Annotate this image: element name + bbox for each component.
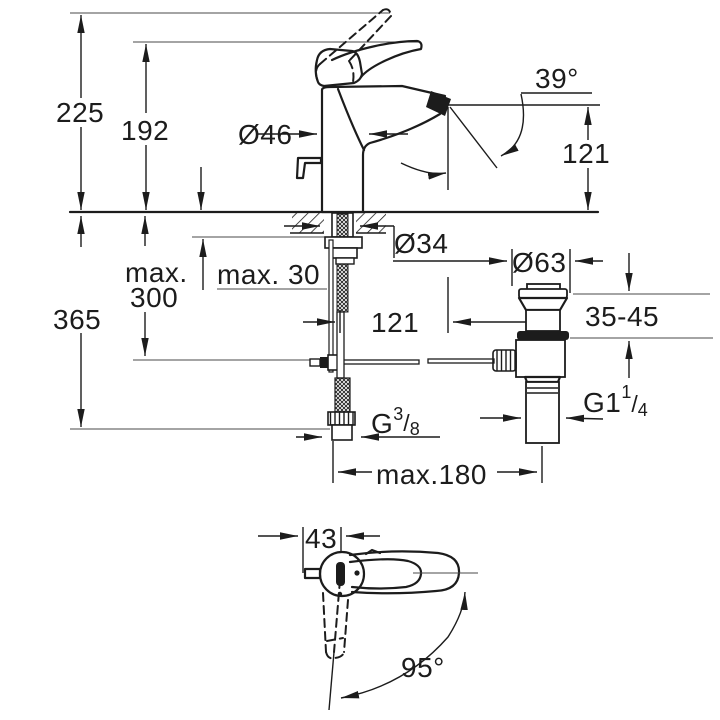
- dim-stream-angle: 39°: [535, 63, 579, 94]
- waste-lower-body: [515, 339, 566, 378]
- counter-hatch-left: [292, 213, 324, 233]
- linkage-block: [320, 357, 330, 368]
- dim-overall-height: 225: [56, 97, 104, 128]
- spout-notch: [364, 548, 382, 556]
- dim-height-to-spout: 192: [121, 115, 169, 146]
- hose-nut: [327, 411, 356, 426]
- below-counter: Ø34 121 G3/8 max.180: [284, 212, 543, 490]
- waste-flange-neck: [517, 296, 569, 312]
- waste-plug-cap: [518, 288, 568, 299]
- dim-spout-height: 121: [562, 138, 610, 169]
- dim-hose-thread: G3/8: [371, 404, 420, 439]
- linkage-rod-right: [427, 358, 495, 364]
- stream-angle-line: [449, 106, 498, 169]
- dim-max-under-counter-line1: max.: [125, 257, 188, 288]
- dim-body-diameter: Ø46: [238, 119, 292, 150]
- linkage-rod-left: [338, 359, 420, 365]
- cartridge-slot: [336, 562, 345, 586]
- height-dimensions: 225 192 365 max. 300 max. 30: [53, 15, 330, 430]
- side-view: [68, 8, 600, 214]
- pivot-dot: [354, 570, 360, 576]
- dim-max-counter-thickness: max. 30: [217, 259, 320, 290]
- hose-collar: [331, 424, 353, 441]
- pop-up-rod: [328, 239, 334, 373]
- waste-tailpipe: [525, 381, 560, 444]
- dim-waste-flange-diameter: Ø63: [512, 247, 566, 278]
- top-view: 43 95°: [258, 523, 478, 711]
- waste-gasket: [517, 331, 569, 340]
- dim-spout-reach: 121: [371, 307, 419, 338]
- swing-angle-arc: [340, 591, 468, 699]
- mounting-nut: [330, 247, 358, 259]
- pop-up-waste: Ø63 35-45 G11/4: [393, 247, 713, 444]
- faucet-body: [320, 84, 447, 214]
- handle-top-view: [348, 558, 423, 590]
- dim-total-below: 365: [53, 304, 101, 335]
- pop-up-knob-top-view: [303, 567, 322, 580]
- stream-adjust-arrow: [400, 162, 447, 180]
- dim-hole-diameter: Ø34: [394, 228, 448, 259]
- dim-handle-swing-angle: 95°: [401, 652, 445, 683]
- swing-angle-line: [328, 651, 335, 711]
- dim-basin-thickness-range: 35-45: [585, 301, 659, 332]
- waste-upper-body: [525, 309, 561, 332]
- handle-lever: [330, 39, 423, 79]
- dim-max-hose-distance: max.180: [376, 459, 487, 490]
- dim-waste-thread: G11/4: [583, 382, 648, 420]
- handle-raised-dashed: [315, 8, 392, 83]
- dim-base-width: 43: [305, 523, 337, 554]
- waste-rod-knob: [492, 349, 517, 372]
- nut-step: [335, 257, 355, 265]
- dim-max-under-counter-line2: 300: [130, 282, 178, 313]
- handle-swung-dashed: [322, 579, 349, 660]
- hose-braid: [334, 377, 351, 413]
- counter-hatch-right: [356, 213, 386, 233]
- body-spout-curve: [336, 87, 366, 152]
- upper-dimensions: Ø46 39° 121: [238, 63, 610, 210]
- pop-up-knob: [295, 156, 323, 180]
- aerator-tip: [426, 91, 451, 116]
- linkage-pin: [309, 358, 321, 367]
